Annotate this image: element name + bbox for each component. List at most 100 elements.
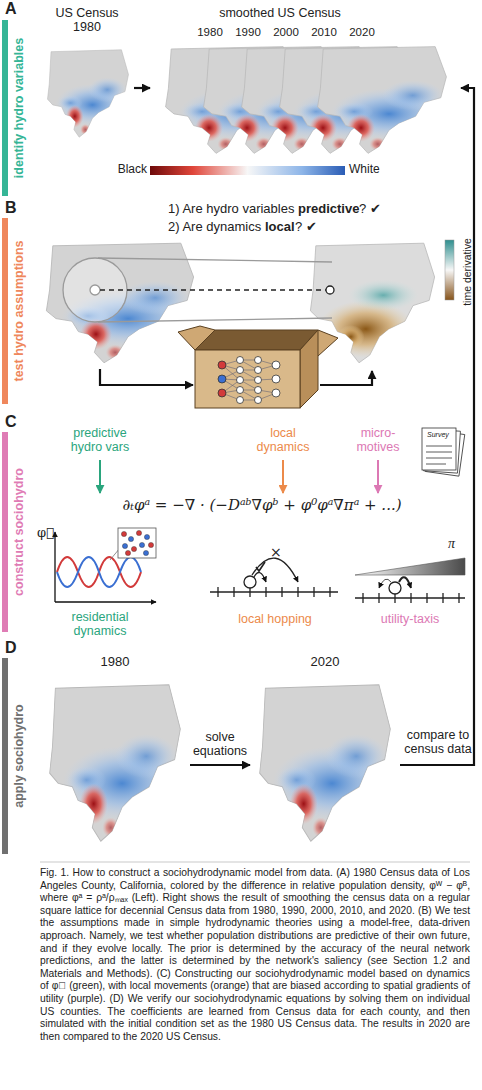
survey-stack [426,446,452,447]
hopping-sketch [313,587,314,597]
section-band: apply sociohydro [2,658,28,854]
question-text: predictive [298,202,359,217]
flow-arrow [400,88,474,765]
check-mark: ✔ [370,202,381,217]
utility-taxis-sketch [442,593,443,603]
pointer-arrows [99,460,101,493]
residential-plot [143,550,148,555]
band-stripe [2,218,8,404]
residential-plot [131,546,136,551]
neural-network-box [218,357,280,404]
question-text: ? [359,202,366,217]
pointer-arrows [100,460,378,493]
hopping-sketch [233,587,234,597]
sketch-caption: utility-taxis [355,612,465,626]
neural-network-box [237,397,244,404]
final-map [260,685,392,841]
residential-plot [55,601,156,602]
initial-map [50,685,182,841]
residential-plot [125,550,130,555]
neural-network-box [195,350,300,408]
neural-network-box [237,367,244,374]
utility-symbol: π [448,536,455,552]
year-label: 1990 [228,26,268,39]
neural-network-box [218,361,226,369]
hopping-sketch [256,562,265,571]
neural-network-box [195,330,318,350]
question-text: 1) Are hydro variables [168,202,294,217]
axis-label: φ⃗ [37,526,54,541]
panel-heading: smoothed US Census [150,6,460,20]
neural-network-box [255,397,262,404]
utility-taxis-sketch [458,593,459,603]
map-panel: 1980 [40,655,190,850]
question-text: ? [295,220,302,235]
caption-rule [40,862,470,863]
residential-plot [54,532,55,602]
census-map-1980 [48,50,130,137]
input-map [46,243,195,363]
hopping-sketch [217,587,218,597]
panel-letter: D [5,639,17,657]
neural-network-box [218,375,226,383]
pde-equation: ∂ₜφᵃ = −∇ · (−Dᵃᵇ∇φᵇ + φ⁰φᵃ∇πᵃ + ...) [52,497,472,514]
neighborhood-window [98,318,332,322]
figure-caption: Fig. 1. How to construct a sociohydrodyn… [40,867,470,1043]
neural-network-box [272,375,280,383]
panel-letter: A [5,0,17,18]
residential-plot [139,542,144,547]
survey-stack [426,452,452,453]
map-panel: smoothed US Census [150,6,460,160]
panel-heading: US Census 1980 [51,6,123,35]
map-panel: US Census 1980 [40,6,134,144]
edge-label: compare to census data [402,728,474,757]
neural-network-box [255,367,262,374]
hopping-sketch [281,587,282,597]
residential-plot [122,543,127,548]
flow-arrow [190,764,250,766]
residential-plot [57,557,141,587]
term-annotation: predictive hydro vars [59,426,141,455]
colorbar-end: White [349,163,380,177]
neighborhood-window [326,286,334,294]
neural-network-box [255,387,262,394]
survey-stack [422,428,465,476]
residential-plot [121,530,153,555]
band-stripe [2,432,8,632]
neighborhood-window [63,258,334,322]
band-stripe [2,20,8,196]
term-annotation: micro-motives [349,426,407,455]
pointer-arrows [282,460,284,493]
neural-network-box [255,377,262,384]
question-text: local [265,220,295,235]
residential-plot [57,557,141,587]
survey-stack [422,428,456,470]
hopping-sketch [210,591,338,592]
section-band: construct sociohydro [2,432,28,632]
neural-network-box [178,326,215,350]
colorbar [150,166,345,175]
survey-stack [426,464,446,465]
utility-taxis-sketch [355,558,465,575]
year-label: 1980 [190,26,230,39]
input-map [46,243,195,363]
neighborhood-window [90,285,100,295]
edge-label: solve equations [188,730,252,759]
flow-arrows [100,369,193,385]
hopping-sketch [265,587,266,597]
section-band: test hydro assumptions [2,218,28,404]
flow-arrow [134,87,150,89]
flow-arrows [100,369,372,385]
year-label: 2000 [266,26,306,39]
neural-network-box [300,330,318,408]
year-label: 2010 [304,26,344,39]
band-label: test hydro assumptions [12,241,26,382]
neighborhood-window [100,289,326,290]
utility-taxis-sketch [355,597,465,598]
hopping-sketch [244,576,256,588]
term-annotation: local dynamics [251,426,315,455]
neighborhood-window [98,258,332,262]
utility-taxis-sketch [355,558,465,603]
colorbar-end: Black [101,163,147,177]
